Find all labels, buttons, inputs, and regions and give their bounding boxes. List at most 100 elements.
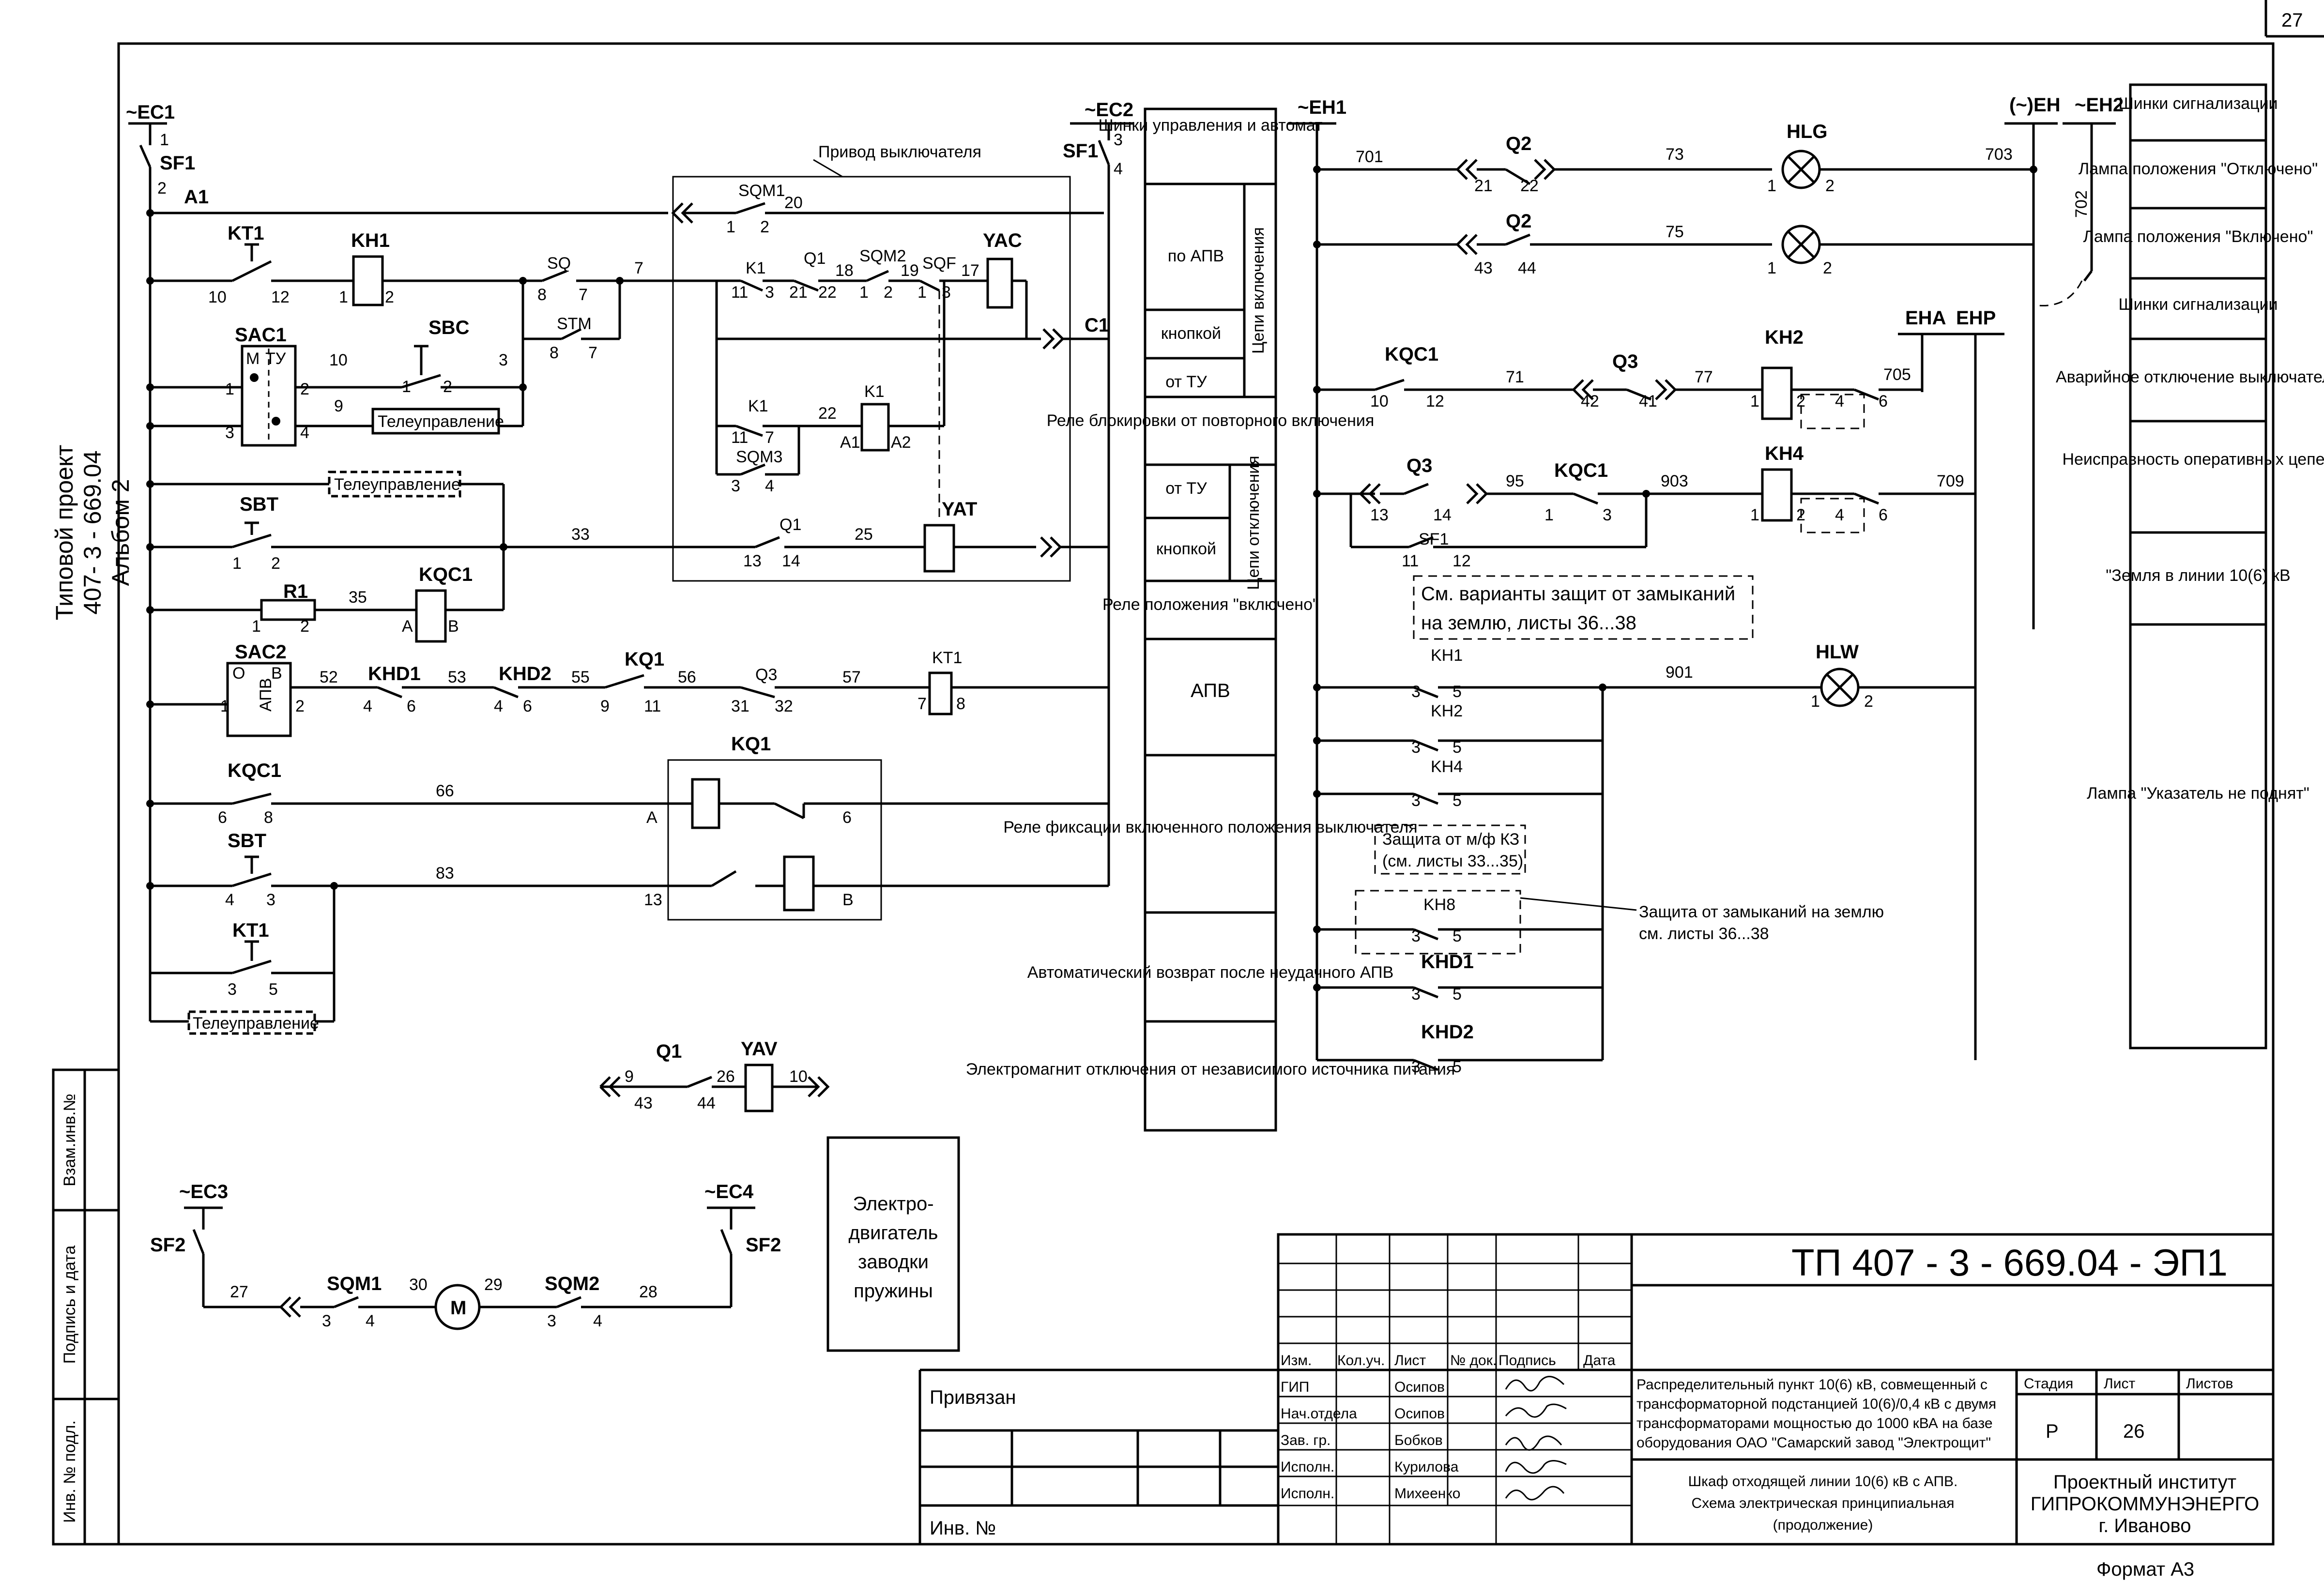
svg-text:М: М [246, 350, 260, 368]
telecontrol-box-1 [371, 408, 500, 435]
svg-text:Реле положения "включено": Реле положения "включено" [1102, 595, 1318, 614]
label-k1: K1 [746, 259, 766, 277]
label-c1: C1 [1085, 315, 1109, 336]
svg-text:4: 4 [765, 477, 774, 495]
svg-text:B: B [842, 891, 854, 909]
svg-text:44: 44 [697, 1094, 716, 1112]
drawing-frame [117, 42, 2275, 1546]
breaker-sf1: SF1 [160, 152, 195, 174]
svg-text:4: 4 [1835, 506, 1844, 524]
svg-text:О: О [232, 664, 245, 683]
svg-text:"Земля в линии 10(6) кВ: "Земля в линии 10(6) кВ [2106, 566, 2291, 585]
svg-text:Нач.отдела: Нач.отдела [1281, 1406, 1357, 1422]
bus-ehp: EHP [1956, 307, 1996, 329]
svg-text:Схема электрическая принципиал: Схема электрическая принципиальная [1691, 1495, 1954, 1511]
svg-text:Стадия: Стадия [2024, 1376, 2073, 1392]
svg-text:№ док.: № док. [1450, 1353, 1497, 1368]
svg-text:1: 1 [232, 554, 242, 573]
svg-text:11: 11 [731, 428, 748, 447]
label-kh8: KH8 [1423, 896, 1455, 914]
breaker-drive-box [672, 176, 1071, 582]
title-block: Привязан Инв. № ТП 407 - 3 - 669.04 - ЭП… [918, 1233, 2275, 1546]
coil-yac [986, 258, 1013, 309]
svg-text:407- 3 - 669.04: 407- 3 - 669.04 [79, 450, 106, 614]
svg-text:4: 4 [225, 891, 234, 909]
source-ec2: ~EC2 [1085, 99, 1133, 121]
svg-text:1: 1 [726, 218, 735, 236]
label-yav: YAV [741, 1038, 778, 1060]
svg-text:26: 26 [717, 1067, 735, 1086]
svg-text:5: 5 [1452, 738, 1462, 757]
svg-text:Изм.: Изм. [1281, 1353, 1312, 1368]
label-kt1: KT1 [228, 223, 264, 244]
stamp-cell-signature: Подпись и дата [61, 1246, 79, 1364]
svg-text:2: 2 [1823, 259, 1832, 277]
svg-text:3: 3 [731, 477, 740, 495]
label-kt1-coil: KT1 [932, 649, 962, 667]
svg-text:29: 29 [484, 1276, 503, 1294]
svg-text:2: 2 [295, 697, 305, 715]
svg-text:Электро-: Электро- [853, 1193, 933, 1215]
svg-text:14: 14 [1433, 506, 1452, 524]
svg-text:Осипов: Осипов [1394, 1406, 1445, 1422]
svg-text:43: 43 [634, 1094, 653, 1112]
svg-text:5: 5 [1452, 927, 1462, 945]
svg-text:6: 6 [1879, 392, 1888, 410]
label-sqf: SQF [922, 254, 956, 273]
coil-k1 [860, 403, 890, 452]
svg-text:от ТУ: от ТУ [1165, 373, 1207, 391]
note-earth-1: Защита от замыканий на землю [1639, 903, 1884, 921]
label-q2-off: Q2 [1506, 133, 1531, 154]
stamp-cell-inv: Инв. № подл. [61, 1420, 79, 1523]
svg-text:77: 77 [1695, 368, 1713, 386]
label-khd1-right: KHD1 [1421, 951, 1474, 973]
label-sbt: SBT [240, 494, 278, 515]
source-eh2: ~EH2 [2075, 94, 2124, 116]
switch-sac2 [226, 662, 292, 737]
svg-text:1: 1 [859, 283, 869, 302]
svg-text:Лампа положения "Включено": Лампа положения "Включено" [2083, 228, 2313, 246]
svg-text:Шинки управления и автомат: Шинки управления и автомат [1098, 116, 1322, 135]
svg-text:Лист: Лист [2104, 1376, 2135, 1392]
label-q1-yat: Q1 [780, 516, 801, 534]
svg-text:Бобков: Бобков [1394, 1432, 1443, 1448]
label-kqc1: KQC1 [419, 564, 473, 585]
svg-text:9: 9 [334, 397, 343, 415]
svg-text:2: 2 [1864, 692, 1873, 711]
svg-text:Реле блокировки от повторного: Реле блокировки от повторного включения [1047, 411, 1375, 430]
svg-text:Курилова: Курилова [1394, 1459, 1459, 1475]
svg-text:2: 2 [1796, 392, 1805, 410]
svg-text:АПВ: АПВ [1191, 680, 1230, 701]
label-kh2-contact: KH2 [1431, 702, 1463, 720]
svg-text:22: 22 [818, 283, 837, 302]
svg-text:кнопкой: кнопкой [1161, 324, 1221, 343]
svg-text:709: 709 [1937, 472, 1964, 490]
source-eh1: ~EH1 [1298, 97, 1346, 118]
function-column-right: Шинки сигнализации Лампа положения "Откл… [2056, 83, 2324, 1049]
relay-kh1 [352, 255, 384, 306]
svg-text:Распределительный пункт 10(6): Распределительный пункт 10(6) кВ, совмещ… [1636, 1377, 1988, 1393]
label-yat: YAT [942, 499, 977, 520]
svg-text:5: 5 [1452, 791, 1462, 810]
svg-text:2: 2 [157, 179, 167, 198]
label-sqm3: SQM3 [736, 448, 782, 466]
svg-text:8: 8 [550, 344, 559, 362]
svg-text:Подпись: Подпись [1498, 1353, 1556, 1368]
svg-text:оборудования ОАО "Самарский за: оборудования ОАО "Самарский завод "Элект… [1636, 1435, 1991, 1451]
svg-text:7: 7 [765, 428, 774, 447]
svg-text:заводки: заводки [858, 1251, 929, 1273]
label-kh1: KH1 [351, 230, 390, 251]
label-privyazan: Привязан [930, 1387, 1016, 1408]
svg-text:Лампа "Указатель не поднят": Лампа "Указатель не поднят" [2087, 784, 2309, 803]
svg-text:32: 32 [775, 697, 793, 715]
svg-text:43: 43 [1474, 259, 1493, 277]
svg-text:701: 701 [1356, 148, 1383, 166]
svg-text:11: 11 [731, 283, 748, 302]
label-sqm2: SQM2 [859, 247, 906, 265]
svg-text:10: 10 [329, 351, 348, 369]
svg-text:Листов: Листов [2186, 1376, 2233, 1392]
svg-text:6: 6 [218, 808, 227, 827]
svg-text:6: 6 [842, 808, 852, 827]
